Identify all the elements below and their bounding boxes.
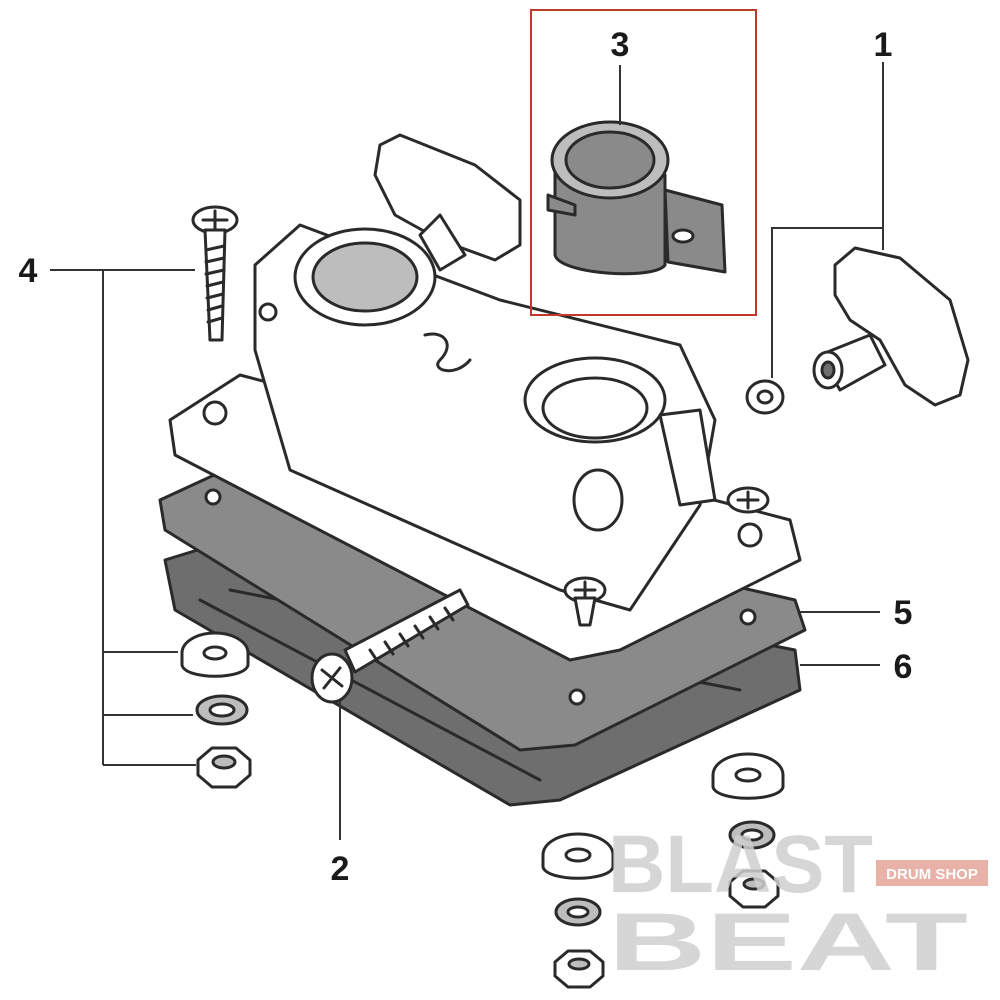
long-bolt-part-2 — [310, 588, 470, 704]
washer-right — [711, 752, 785, 800]
lock-washer-left — [195, 694, 249, 726]
screw-part-4 — [191, 205, 239, 342]
watermark-line2: BEAT — [608, 897, 968, 988]
callout-5: 5 — [894, 594, 913, 632]
wing-bolt-part-1 — [745, 246, 970, 415]
watermark-badge-text: DRUM SHOP — [886, 866, 978, 883]
highlight-box — [530, 9, 757, 316]
leader-lines — [50, 62, 884, 840]
lock-washer-bottom — [554, 897, 602, 927]
base-screw-right — [726, 486, 770, 514]
nut-right — [728, 869, 780, 909]
nut-left — [196, 746, 252, 789]
callout-3: 3 — [611, 26, 630, 64]
base-screw-front — [563, 576, 607, 627]
watermark-logo: BLAST BEAT DRUM SHOP — [608, 819, 988, 988]
nut-bottom — [553, 949, 605, 989]
clamp-insert-part-3 — [530, 9, 757, 316]
watermark-line1: BLAST — [608, 819, 873, 910]
lock-washer-right — [728, 820, 776, 850]
callout-2: 2 — [331, 850, 350, 888]
watermark-badge — [876, 860, 988, 886]
washer-left — [180, 631, 250, 678]
callout-4: 4 — [19, 252, 38, 290]
callout-1: 1 — [874, 26, 893, 64]
callout-6: 6 — [894, 648, 913, 686]
washer-bottom — [541, 832, 615, 880]
clamp-body — [168, 133, 802, 662]
